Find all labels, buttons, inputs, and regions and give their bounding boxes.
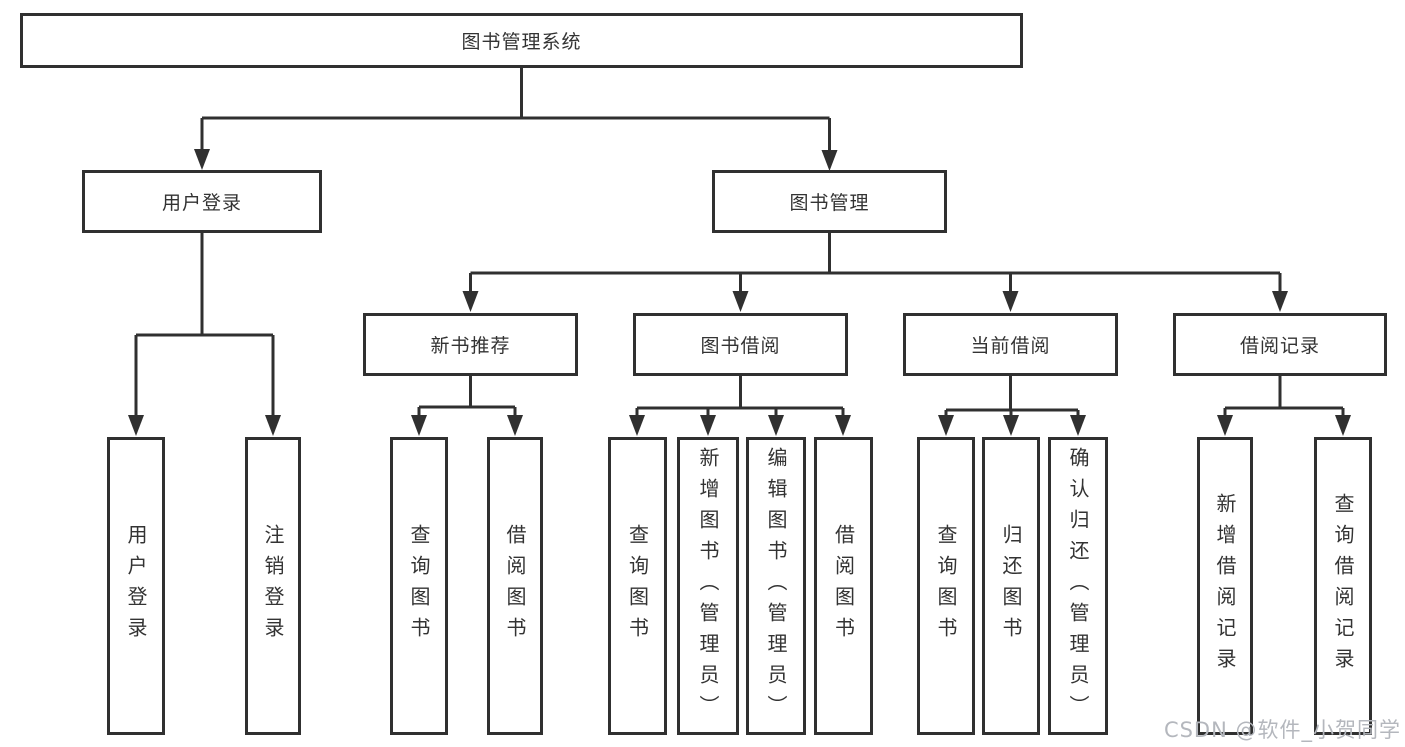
leaf-br-query-record: 查询借阅记录 (1314, 437, 1372, 735)
leaf-bb-query-books: 查询图书 (608, 437, 667, 735)
leaf-cb-confirm-return-admin: 确认归还（管理员） (1048, 437, 1108, 735)
leaf-bb-add-books-admin-label: 新增图书（管理员） (696, 446, 720, 726)
node-current-borrow-label: 当前借阅 (970, 335, 1051, 357)
leaf-user-login: 用户登录 (107, 437, 165, 735)
leaf-bb-borrow-books-label: 借阅图书 (831, 524, 856, 648)
leaf-bb-edit-books-admin: 编辑图书（管理员） (746, 437, 806, 735)
leaf-user-login-label: 用户登录 (124, 524, 148, 648)
node-new-book-recommend-label: 新书推荐 (430, 335, 511, 357)
node-book-borrow: 图书借阅 (633, 313, 848, 376)
leaf-bb-add-books-admin: 新增图书（管理员） (677, 437, 739, 735)
node-root: 图书管理系统 (20, 13, 1023, 68)
leaf-cb-query-books-label: 查询图书 (934, 524, 958, 648)
node-book-borrow-label: 图书借阅 (700, 335, 781, 357)
leaf-br-query-record-label: 查询借阅记录 (1331, 493, 1355, 679)
leaf-nbr-borrow-books-label: 借阅图书 (503, 524, 527, 648)
leaf-bb-edit-books-admin-label: 编辑图书（管理员） (764, 446, 788, 726)
leaf-nbr-query-books-label: 查询图书 (407, 524, 431, 648)
leaf-bb-query-books-label: 查询图书 (625, 524, 650, 648)
leaf-br-add-record-label: 新增借阅记录 (1213, 493, 1237, 679)
node-book-management: 图书管理 (712, 170, 947, 233)
leaf-logout-label: 注销登录 (261, 524, 285, 648)
leaf-cb-return-books: 归还图书 (982, 437, 1040, 735)
node-borrow-records: 借阅记录 (1173, 313, 1387, 376)
leaf-logout: 注销登录 (245, 437, 301, 735)
node-root-label: 图书管理系统 (461, 31, 582, 53)
node-book-management-label: 图书管理 (789, 192, 870, 214)
leaf-cb-return-books-label: 归还图书 (999, 524, 1023, 648)
node-current-borrow: 当前借阅 (903, 313, 1118, 376)
leaf-br-add-record: 新增借阅记录 (1197, 437, 1253, 735)
leaf-cb-confirm-return-admin-label: 确认归还（管理员） (1066, 446, 1090, 726)
leaf-cb-query-books: 查询图书 (917, 437, 975, 735)
node-user-login-label: 用户登录 (161, 192, 242, 214)
leaf-bb-borrow-books: 借阅图书 (814, 437, 873, 735)
node-user-login: 用户登录 (82, 170, 322, 233)
leaf-nbr-borrow-books: 借阅图书 (487, 437, 543, 735)
node-new-book-recommend: 新书推荐 (363, 313, 578, 376)
leaf-nbr-query-books: 查询图书 (390, 437, 448, 735)
node-borrow-records-label: 借阅记录 (1239, 335, 1320, 357)
